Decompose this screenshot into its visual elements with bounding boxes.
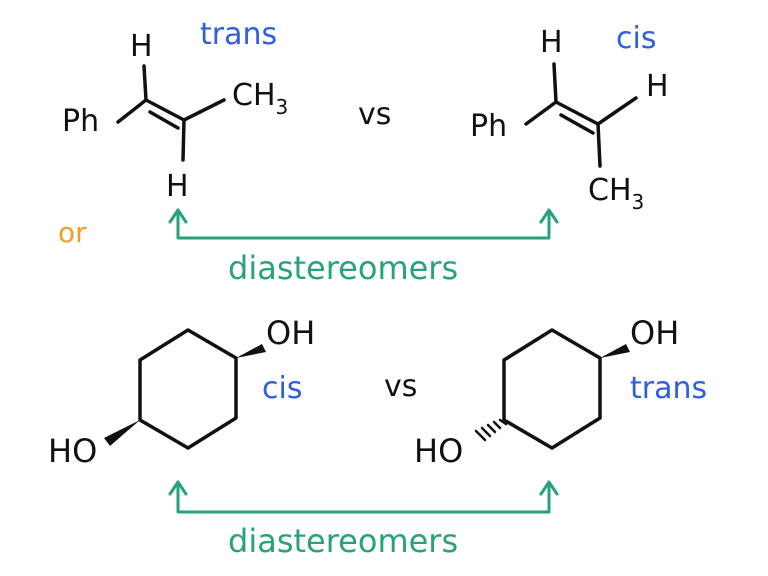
ho-label-right: HO [414, 432, 463, 470]
arrowhead-bottom-left [168, 480, 188, 496]
diastereomers-label-bottom: diastereomers [228, 522, 458, 560]
bond-c1-h-right [552, 62, 558, 104]
vs-label-top: vs [358, 97, 391, 132]
bond-c1-h-left [142, 64, 148, 102]
or-label: or [58, 216, 87, 249]
arrowhead-top-right [539, 208, 559, 224]
vs-label-bottom: vs [384, 369, 417, 404]
trans-label-top: trans [200, 17, 277, 52]
wedge-bond-oh-right [600, 344, 630, 358]
double-bond-a-left [144, 98, 186, 122]
methyl-sub3-left: 3 [276, 95, 289, 119]
hashed-bond-ho-right [474, 418, 508, 442]
trans-label-bottom: trans [630, 371, 707, 406]
diastereomers-arrow-bottom [176, 482, 551, 514]
methyl-label-left: CH3 [232, 78, 288, 119]
trans-alkene-structure: Ph H H CH3 [62, 29, 288, 204]
cis-cyclohexanediol-structure: OH HO [48, 314, 315, 470]
h-top-label-right: H [540, 25, 563, 60]
phenyl-label-right: Ph [470, 109, 507, 144]
cyclohexane-ring-right [502, 328, 602, 450]
cis-label-top: cis [616, 21, 656, 56]
double-bond-b-right [559, 113, 595, 135]
methyl-ch-right: CH [588, 173, 632, 208]
cis-alkene-structure: Ph H H CH3 [470, 25, 669, 214]
trans-cyclohexanediol-structure: OH HO [414, 314, 679, 470]
bond-c2-h-right [596, 96, 638, 126]
diastereomers-label-top: diastereomers [228, 249, 458, 287]
bond-c2-h-left [181, 118, 186, 162]
ho-label-left: HO [48, 432, 97, 470]
bond-ph-c1-left [116, 98, 148, 124]
wedge-bond-oh-left [236, 344, 266, 358]
arrowhead-top-left [168, 208, 188, 224]
wedge-bond-ho-left [104, 420, 140, 446]
bond-c2-ch3-left [182, 98, 226, 122]
diastereomers-arrow-top [176, 210, 551, 240]
methyl-sub3-right: 3 [632, 190, 645, 214]
bond-ph-c1-right [524, 100, 558, 126]
cis-label-bottom: cis [262, 371, 302, 406]
arrowhead-bottom-right [539, 480, 559, 496]
oh-label-right: OH [630, 314, 679, 352]
methyl-label-right: CH3 [588, 173, 644, 214]
bond-c2-ch3-right [596, 122, 602, 168]
double-bond-b-left [148, 110, 180, 130]
oh-label-left: OH [266, 314, 315, 352]
cyclohexane-ring-left [138, 328, 238, 450]
h-bottom-label-left: H [166, 169, 189, 204]
double-bond-a-right [554, 100, 600, 126]
methyl-ch-left: CH [232, 78, 276, 113]
h-top-label-left: H [130, 29, 153, 64]
h-right-label-right: H [646, 69, 669, 104]
phenyl-label-left: Ph [62, 104, 99, 139]
